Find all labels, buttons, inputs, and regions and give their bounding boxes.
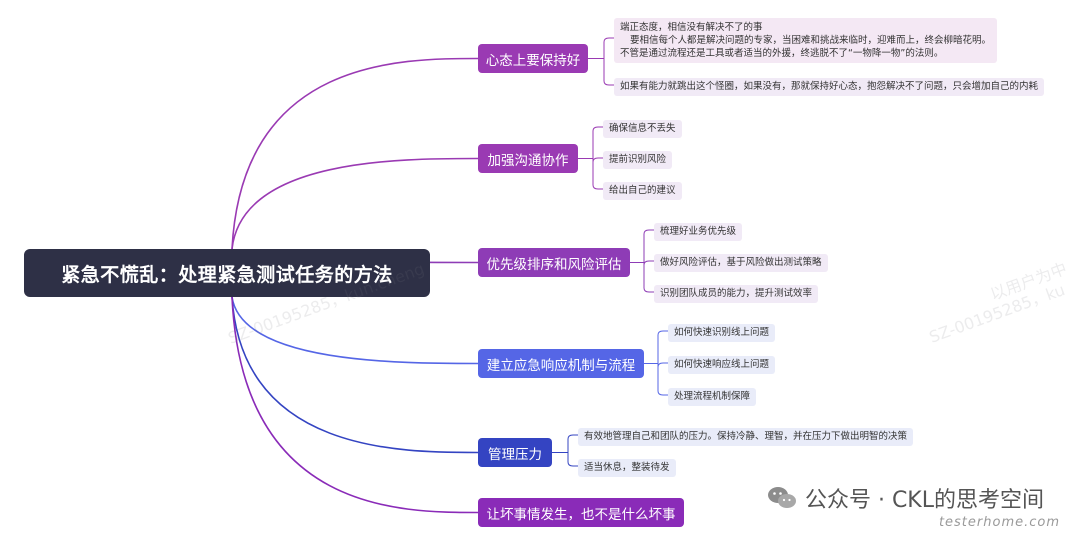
leaf-item[interactable]: 识别团队成员的能力，提升测试效率 xyxy=(654,285,819,303)
connector-line xyxy=(592,157,603,163)
leaf-item[interactable]: 如果有能力就跳出这个怪圈，如果没有，那就保持好心态，抱怨解决不了问题，只会增加自… xyxy=(614,78,1045,96)
branch-emergency-response[interactable]: 建立应急响应机制与流程 xyxy=(478,349,644,378)
branch-priority-risk[interactable]: 优先级排序和风险评估 xyxy=(478,248,630,277)
leaf-line: 提前识别风险 xyxy=(609,154,667,165)
wechat-icon xyxy=(767,485,797,511)
leaf-line: 如果有能力就跳出这个怪圈，如果没有，那就保持好心态，抱怨解决不了问题，只会增加自… xyxy=(620,81,1039,92)
footer-text: 公众号 · CKL的思考空间 xyxy=(804,488,1044,513)
branch-label: 让坏事情发生，也不是什么坏事 xyxy=(486,506,676,523)
leaf-item[interactable]: 确保信息不丢失 xyxy=(603,120,682,138)
connector-line xyxy=(592,126,603,132)
leaf-item[interactable]: 适当休息，整装待发 xyxy=(578,459,676,477)
connector-line xyxy=(231,296,479,454)
connector-line xyxy=(231,57,479,250)
leaf-line: 如何快速响应线上问题 xyxy=(674,359,770,370)
branch-label: 建立应急响应机制与流程 xyxy=(486,357,636,374)
connector-line xyxy=(567,461,578,467)
connector-line xyxy=(657,330,668,336)
root-node[interactable]: 紧急不慌乱：处理紧急测试任务的方法 xyxy=(24,249,430,297)
leaf-item[interactable]: 如何快速识别线上问题 xyxy=(668,324,776,342)
connector-line xyxy=(657,390,668,396)
site-watermark: testerhome.com xyxy=(938,515,1060,530)
branch-communication[interactable]: 加强沟通协作 xyxy=(478,144,578,173)
branch-label: 加强沟通协作 xyxy=(487,152,569,169)
footer-brand: 公众号 · CKL的思考空间 xyxy=(767,482,1044,514)
connector-line xyxy=(231,157,479,250)
branch-pressure[interactable]: 管理压力 xyxy=(478,438,552,467)
connector-line xyxy=(592,184,603,190)
leaf-line: 梳理好业务优先级 xyxy=(660,226,737,237)
connector-line xyxy=(231,296,479,514)
leaf-line: 要相信每个人都是解决问题的专家，当困难和挑战来临时，迎难而上，终会柳暗花明。 xyxy=(630,35,992,46)
leaf-line: 有效地管理自己和团队的压力。保持冷静、理智，并在压力下做出明智的决策 xyxy=(584,431,908,442)
leaf-item[interactable]: 如何快速响应线上问题 xyxy=(668,356,776,374)
connector-line xyxy=(643,260,654,266)
leaf-line: 适当休息，整装待发 xyxy=(584,462,670,473)
connector-line xyxy=(643,287,654,293)
branch-label: 优先级排序和风险评估 xyxy=(486,256,622,273)
connector-line xyxy=(657,362,668,368)
leaf-line: 处理流程机制保障 xyxy=(674,391,751,402)
connector-line xyxy=(231,296,479,365)
leaf-line: 做好风险评估，基于风险做出测试策略 xyxy=(660,257,822,268)
branch-label: 管理压力 xyxy=(488,446,542,463)
branch-accept-bad-things[interactable]: 让坏事情发生，也不是什么坏事 xyxy=(478,498,684,527)
connector-line xyxy=(603,80,614,86)
leaf-item[interactable]: 处理流程机制保障 xyxy=(668,388,757,406)
leaf-item[interactable]: 给出自己的建议 xyxy=(603,182,682,200)
connector-line xyxy=(603,37,614,43)
leaf-line: 端正态度，相信没有解决不了的事 xyxy=(620,22,763,33)
connector-line xyxy=(567,434,578,440)
leaf-item[interactable]: 梳理好业务优先级 xyxy=(654,223,743,241)
leaf-item[interactable]: 做好风险评估，基于风险做出测试策略 xyxy=(654,254,828,272)
root-title: 紧急不慌乱：处理紧急测试任务的方法 xyxy=(61,263,393,286)
leaf-line: 识别团队成员的能力，提升测试效率 xyxy=(660,288,813,299)
branch-label: 心态上要保持好 xyxy=(485,52,581,69)
leaf-line: 给出自己的建议 xyxy=(609,185,676,196)
connector-line xyxy=(643,229,654,235)
leaf-item[interactable]: 提前识别风险 xyxy=(603,151,673,169)
leaf-line: 如何快速识别线上问题 xyxy=(674,327,770,338)
branch-mindset[interactable]: 心态上要保持好 xyxy=(478,44,588,73)
leaf-item[interactable]: 有效地管理自己和团队的压力。保持冷静、理智，并在压力下做出明智的决策 xyxy=(578,428,914,446)
leaf-item[interactable]: 端正态度，相信没有解决不了的事 要相信每个人都是解决问题的专家，当困难和挑战来临… xyxy=(614,18,998,63)
leaf-line: 确保信息不丢失 xyxy=(609,123,676,134)
leaf-line: 不管是通过流程还是工具或者适当的外援，终逃脱不了“一物降一物”的法则。 xyxy=(620,48,944,59)
